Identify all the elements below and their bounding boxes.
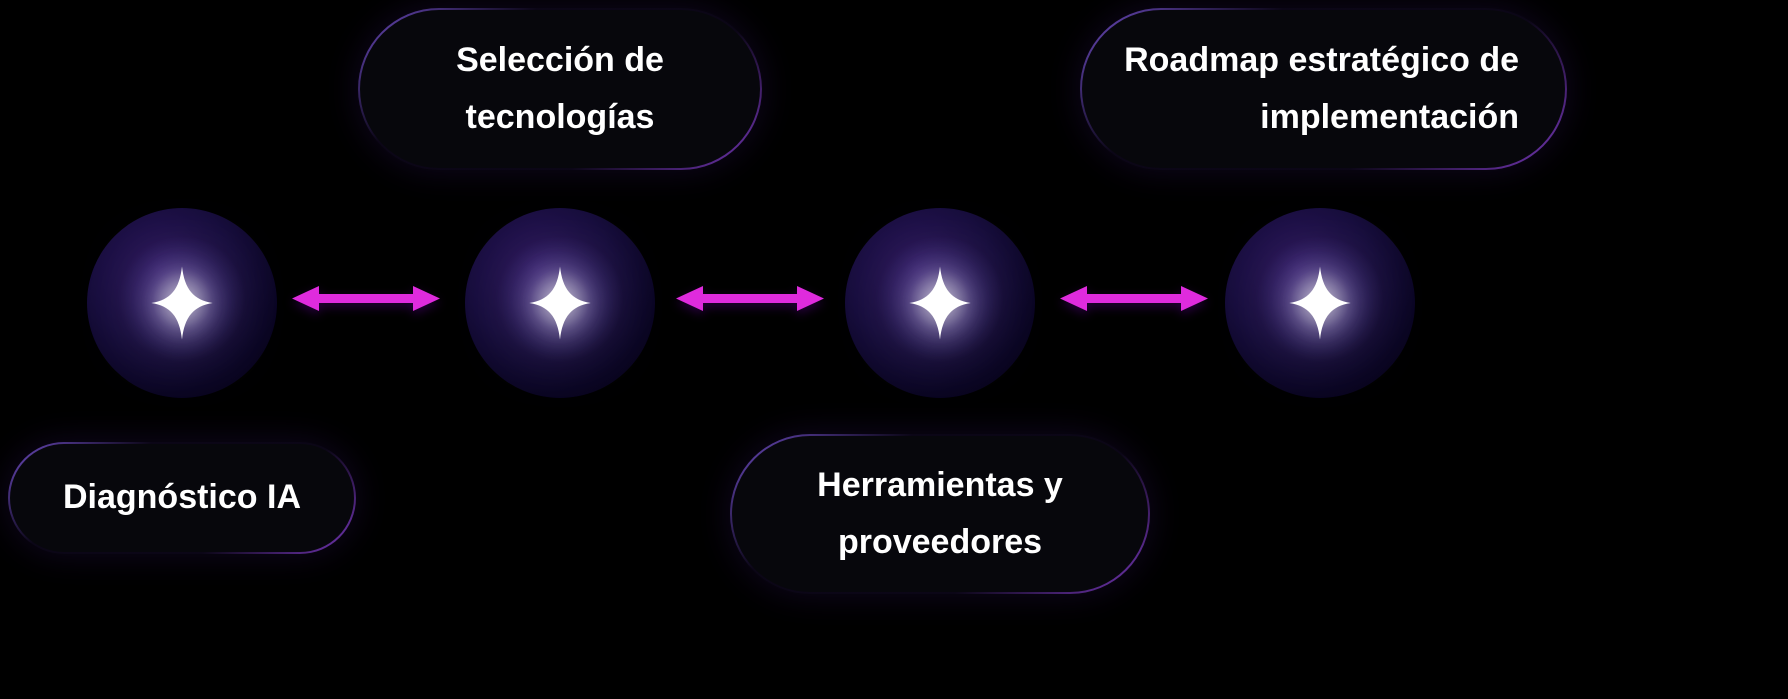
label-pill-seleccion-de-tecnologias: Selección de tecnologías — [358, 8, 762, 170]
double-arrow-icon — [676, 286, 824, 311]
pill-label: Diagnóstico IA — [62, 478, 302, 517]
step-node-roadmap — [1225, 208, 1415, 398]
label-pill-roadmap-estrategico: Roadmap estratégico de implementación — [1080, 8, 1567, 170]
pill-label: Herramientas y proveedores — [817, 465, 1063, 561]
step-node-seleccion — [465, 208, 655, 398]
step-node-diagnostico — [87, 208, 277, 398]
step-node-herramientas — [845, 208, 1035, 398]
sparkle-icon — [529, 266, 591, 340]
sparkle-icon — [151, 266, 213, 340]
label-pill-diagnostico-ia: Diagnóstico IA — [8, 442, 356, 554]
pill-label: Selección de tecnologías — [456, 40, 664, 136]
double-arrow-icon — [292, 286, 440, 311]
sparkle-icon — [909, 266, 971, 340]
label-pill-herramientas-y-proveedores: Herramientas y proveedores — [730, 434, 1150, 594]
pill-label: Roadmap estratégico de implementación — [1124, 40, 1519, 136]
double-arrow-icon — [1060, 286, 1208, 311]
sparkle-icon — [1289, 266, 1351, 340]
